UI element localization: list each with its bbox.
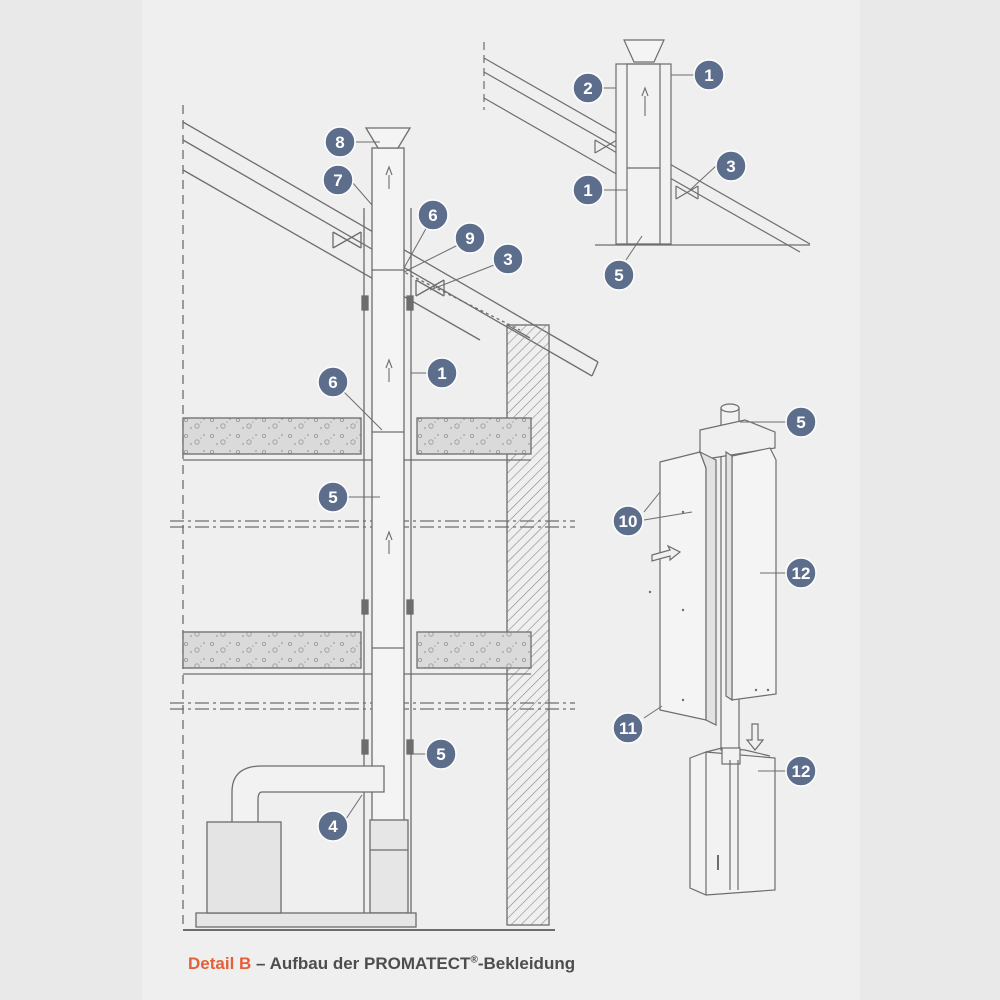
callout-badge: 7: [322, 164, 354, 196]
callout-label: 10: [619, 512, 638, 531]
callout-label: 2: [583, 79, 592, 98]
callout-label: 5: [436, 745, 445, 764]
callout-badge: 8: [324, 126, 356, 158]
callout-label: 7: [333, 171, 342, 190]
masonry-wall: [506, 324, 550, 926]
caption-registered-mark: ®: [470, 954, 478, 966]
boiler-connector: [183, 765, 555, 931]
callout-badge: 12: [785, 755, 817, 787]
caption-detail-label: Detail B: [188, 954, 252, 973]
caption-text: Aufbau der PROMATECT: [269, 954, 471, 973]
callout-badge: 1: [693, 59, 725, 91]
callout-label: 12: [792, 762, 811, 781]
callout-label: 9: [465, 229, 474, 248]
floor-slabs: [182, 417, 532, 675]
callouts-cladding-detail: 5 10 12 11 12: [612, 406, 817, 787]
callouts-main: 8 7 6 9 3 1 6 5 5 4: [317, 126, 524, 842]
callout-badge: 5: [425, 738, 457, 770]
callout-badge: 6: [317, 366, 349, 398]
callout-label: 1: [704, 66, 713, 85]
callout-label: 6: [428, 206, 437, 225]
callout-badge: 3: [715, 150, 747, 182]
callout-badge: 5: [603, 259, 635, 291]
callout-badge: 12: [785, 557, 817, 589]
callout-label: 5: [796, 413, 805, 432]
callout-badge: 5: [785, 406, 817, 438]
callout-label: 5: [328, 488, 337, 507]
callout-label: 6: [328, 373, 337, 392]
callout-badge: 1: [572, 174, 604, 206]
callout-label: 8: [335, 133, 344, 152]
main-section-drawing: [170, 105, 599, 931]
callout-label: 11: [619, 719, 637, 738]
caption-dash: –: [251, 954, 270, 973]
top-detail-drawing: [483, 39, 811, 261]
callout-label: 1: [437, 364, 446, 383]
figure-caption: Detail B – Aufbau der PROMATECT®-Bekleid…: [188, 954, 575, 974]
callout-badge: 6: [417, 199, 449, 231]
callout-badge: 5: [317, 481, 349, 513]
callout-badge: 3: [492, 243, 524, 275]
callout-label: 3: [503, 250, 512, 269]
callout-badge: 9: [454, 222, 486, 254]
callout-label: 4: [328, 817, 338, 836]
callout-label: 5: [614, 266, 623, 285]
callout-badge: 10: [612, 505, 644, 537]
callout-label: 12: [792, 564, 811, 583]
cladding-detail-drawing: [643, 403, 786, 896]
callouts-top-detail: 2 1 3 1 5: [572, 59, 747, 291]
chimney-pipe: [195, 127, 417, 928]
callout-label: 1: [583, 181, 592, 200]
callout-badge: 4: [317, 810, 349, 842]
caption-text-suffix: -Bekleidung: [477, 954, 576, 973]
callout-badge: 11: [612, 712, 644, 744]
callout-badge: 1: [426, 357, 458, 389]
callout-label: 3: [726, 157, 735, 176]
callout-badge: 2: [572, 72, 604, 104]
